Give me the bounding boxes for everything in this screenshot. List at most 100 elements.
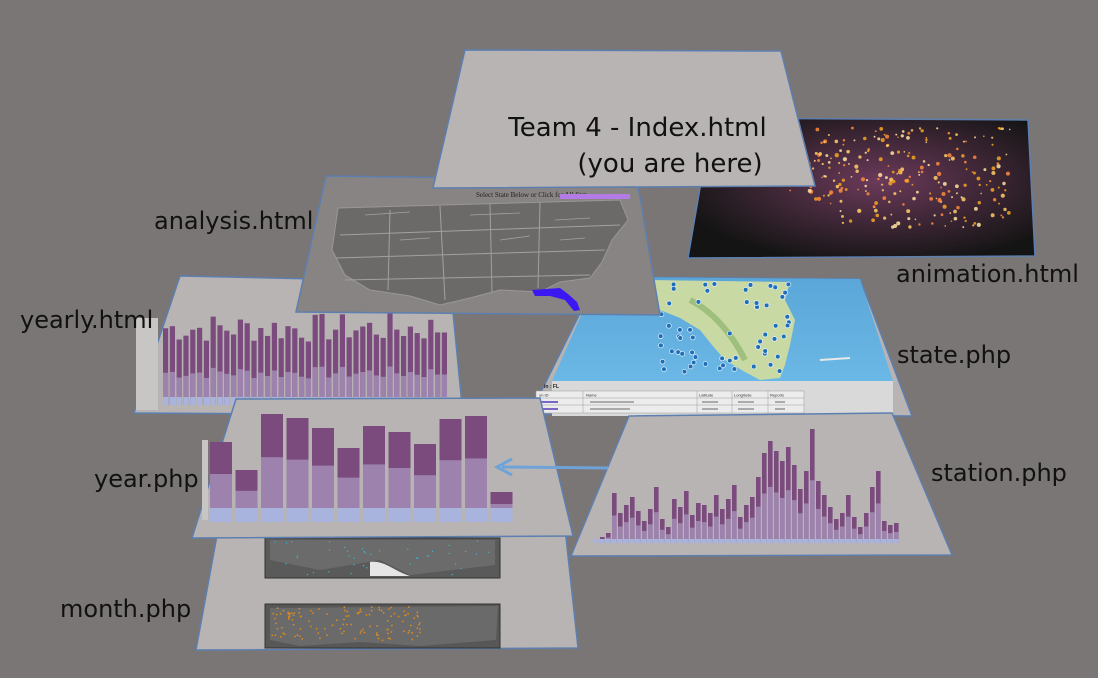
station-bar-mid — [714, 516, 719, 543]
analysis-card[interactable]: Select State Below or Click for All Stat — [295, 175, 661, 316]
animation-dot — [873, 135, 876, 138]
month-dot — [408, 629, 411, 632]
animation-dot — [841, 178, 845, 182]
year-bar-mid — [261, 457, 283, 522]
yearly-bar-base — [169, 397, 175, 405]
station-pin — [784, 322, 791, 329]
station-bar-base — [612, 539, 617, 543]
year-bar-base — [439, 508, 462, 522]
year-bar-base — [210, 508, 232, 522]
animation-dot — [944, 225, 947, 227]
index-card[interactable] — [432, 49, 816, 189]
yearly-bar-mid — [305, 378, 311, 405]
index-subtitle: (you are here) — [577, 149, 763, 179]
yearly-bar-base — [224, 397, 230, 405]
animation-dot — [872, 205, 876, 209]
yearly-bar — [231, 334, 237, 405]
animation-dot — [989, 179, 992, 183]
animation-dot — [875, 213, 880, 218]
year-label[interactable]: year.php — [94, 465, 199, 493]
month-card[interactable] — [195, 527, 579, 651]
yearly-bar — [163, 328, 169, 405]
month-dot — [287, 617, 290, 620]
animation-dot — [906, 209, 911, 214]
animation-dot — [955, 192, 958, 195]
yearly-bar-mid — [407, 372, 413, 405]
month-dot — [391, 624, 393, 627]
animation-dot — [853, 139, 856, 142]
yearly-bar-mid — [278, 376, 284, 405]
yearly-bar — [244, 323, 250, 405]
station-pin — [702, 361, 709, 367]
animation-dot — [918, 127, 922, 130]
station-bar-mid — [852, 528, 857, 543]
animation-dot — [838, 188, 843, 193]
station-bar-mid — [732, 511, 737, 543]
animation-dot — [1005, 171, 1010, 176]
station-pin — [681, 368, 688, 375]
state-col-latitude: Latitude — [699, 393, 714, 398]
yearly-bar-mid — [176, 377, 182, 405]
year-card[interactable] — [190, 397, 574, 539]
yearly-bar-mid — [271, 370, 277, 405]
month-label[interactable]: month.php — [60, 595, 192, 623]
month-dot — [388, 608, 390, 610]
animation-dot — [814, 197, 818, 201]
station-card[interactable] — [569, 412, 954, 557]
year-bar-mid — [439, 460, 462, 522]
station-bar-mid — [798, 513, 803, 543]
station-bar-base — [666, 539, 671, 543]
month-dot — [415, 557, 418, 559]
animation-dot — [897, 136, 899, 139]
animation-dot — [964, 160, 967, 164]
yearly-bar-mid — [217, 371, 223, 405]
yearly-bar-base — [190, 397, 196, 405]
animation-label[interactable]: animation.html — [896, 260, 1079, 288]
animation-dot — [998, 202, 1000, 205]
month-dot — [339, 627, 342, 630]
animation-dot — [912, 196, 916, 201]
animation-dot — [817, 159, 821, 163]
year-bar-base — [465, 508, 487, 522]
station-pin — [767, 283, 774, 289]
station-bar-base — [714, 539, 719, 543]
animation-dot — [925, 138, 928, 142]
station-bar-base — [798, 539, 803, 543]
station-bar-mid — [744, 522, 749, 543]
index-title: Team 4 - Index.html — [508, 113, 767, 143]
animation-dot — [900, 167, 905, 172]
animation-dot — [883, 133, 886, 136]
yearly-bar — [407, 326, 413, 405]
animation-dot — [866, 159, 869, 162]
state-label[interactable]: state.php — [897, 341, 1012, 369]
station-pin — [717, 365, 723, 372]
station-pin — [785, 281, 792, 288]
station-bar-mid — [888, 533, 893, 543]
yearly-bar — [203, 340, 209, 405]
station-bar-mid — [792, 500, 797, 543]
animation-dot — [955, 133, 958, 137]
animation-dot — [885, 144, 889, 148]
animation-dot — [841, 221, 845, 225]
month-dot — [454, 563, 457, 566]
yearly-bar — [292, 328, 298, 405]
station-bar-mid — [804, 503, 809, 543]
station-bar-base — [822, 539, 827, 543]
animation-dot — [877, 137, 881, 141]
animation-dot — [814, 151, 818, 155]
month-dot — [287, 616, 290, 619]
animation-dot — [823, 140, 826, 144]
station-pin — [711, 281, 718, 287]
station-label[interactable]: station.php — [931, 459, 1067, 487]
animation-dot — [925, 137, 928, 139]
yearly-label[interactable]: yearly.html — [20, 306, 154, 334]
station-bar-base — [888, 539, 893, 543]
month-dot — [272, 612, 274, 615]
animation-dot — [964, 219, 967, 223]
month-dot — [376, 632, 378, 634]
analysis-label[interactable]: analysis.html — [154, 207, 314, 235]
station-pin — [677, 335, 683, 341]
animation-dot — [985, 183, 988, 186]
station-bar-base — [672, 539, 677, 543]
animation-dot — [864, 151, 867, 154]
